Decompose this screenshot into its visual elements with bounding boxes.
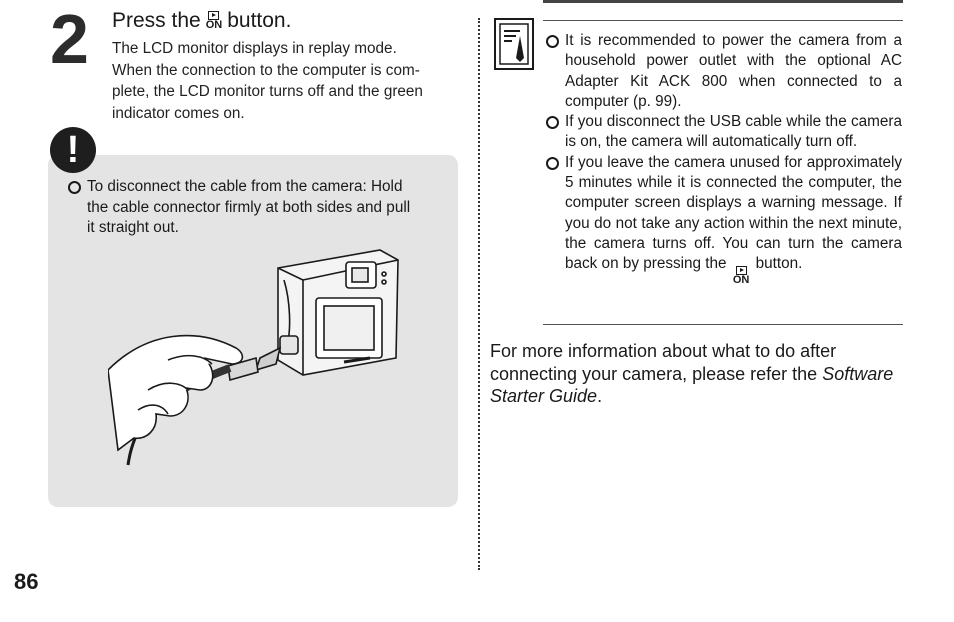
step-line: plete, the LCD monitor turns off and the… [112, 83, 423, 100]
bullet-icon [68, 181, 81, 194]
replay-on-button-icon: ON [205, 11, 223, 31]
note-text: If you leave the camera unused for appro… [565, 153, 902, 273]
step-title-suffix: button. [227, 9, 292, 32]
more-info-paragraph: For more information about what to do af… [490, 340, 905, 408]
notes-bottom-rule [543, 324, 903, 325]
note-item: If you leave the camera unused for appro… [546, 153, 902, 286]
note-text: If you disconnect the USB cable while th… [565, 113, 902, 151]
step-line: The LCD monitor displays in replay mode. [112, 40, 397, 57]
camera-illustration [277, 249, 399, 376]
caution-line: it straight out. [87, 219, 179, 236]
more-info-text: For more information about what to do af… [490, 341, 837, 384]
caution-line: the cable connector firmly at both sides… [87, 198, 411, 216]
caution-item: To disconnect the cable from the camera:… [68, 177, 450, 239]
play-icon [735, 266, 747, 276]
caution-glyph: ! [66, 129, 80, 171]
step-title: Press the ON button. [112, 9, 291, 33]
memo-icon [494, 18, 534, 70]
note-text-with-button: If you leave the camera unused for appro… [565, 153, 902, 286]
caution-icon: ! [50, 127, 96, 173]
more-info-end: . [597, 386, 603, 406]
software-guide-title: Software Starter Guide [490, 363, 894, 407]
step-title-prefix: Press the [112, 9, 201, 32]
hand-illustration [108, 334, 244, 452]
column-divider [478, 18, 480, 570]
bullet-icon [546, 156, 559, 170]
step-line: indicator comes on. [112, 104, 245, 122]
on-label: ON [732, 274, 750, 287]
bullet-icon [546, 116, 559, 130]
top-rule [543, 0, 903, 3]
notes-top-rule [543, 20, 903, 21]
camera-cable-illustration [108, 249, 399, 466]
page-number: 86 [14, 569, 39, 594]
play-icon [208, 11, 220, 20]
note-text-suffix: button. [755, 255, 803, 273]
step-line: When the connection to the computer is c… [112, 61, 420, 79]
caution-text: To disconnect the cable from the camera:… [68, 177, 450, 239]
step-number: 2 [50, 0, 89, 78]
note-text: It is recommended to power the camera fr… [565, 32, 902, 110]
notes-list: It is recommended to power the camera fr… [546, 31, 902, 286]
caution-line: To disconnect the cable from the camera:… [87, 178, 403, 195]
note-item: If you disconnect the USB cable while th… [546, 112, 902, 153]
step-description: The LCD monitor displays in replay mode.… [112, 38, 464, 124]
note-item: It is recommended to power the camera fr… [546, 31, 902, 112]
replay-on-button-icon: ON [732, 266, 750, 287]
bullet-icon [546, 35, 559, 48]
on-label: ON [205, 19, 223, 31]
